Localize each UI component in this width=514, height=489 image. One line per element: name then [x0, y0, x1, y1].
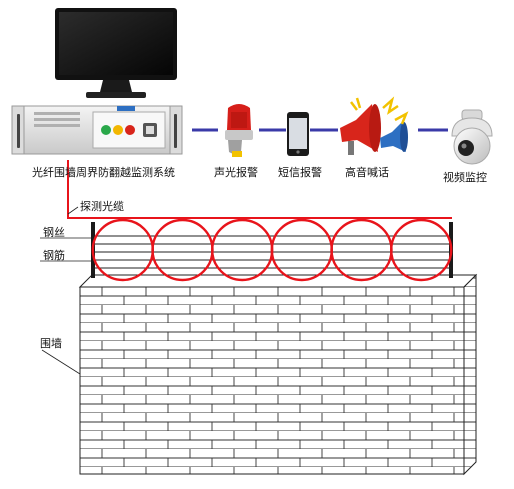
alarm-label-camera: 视频监控 — [443, 171, 487, 184]
alarm-label-strobe: 声光报警 — [214, 166, 258, 179]
cable-coil-loop — [210, 218, 274, 282]
cable-coil-loop — [91, 218, 155, 282]
alarm-label-speaker: 高音喊话 — [345, 166, 389, 179]
dome-camera-icon — [451, 109, 493, 165]
controller-label: 光纤围墙周界防翻越监测系统 — [32, 166, 175, 179]
brick-wall — [78, 273, 478, 476]
cable-coil-loop — [390, 218, 453, 282]
cable-coil-loop — [151, 218, 214, 282]
cable-label: 探测光缆 — [80, 200, 124, 213]
cable-coils — [91, 218, 453, 282]
monitor-icon — [55, 8, 177, 98]
smartphone-icon — [287, 112, 309, 156]
leader-lines — [40, 206, 93, 375]
controller-rack-icon — [11, 105, 183, 155]
cable-coil-loop — [330, 218, 393, 282]
loudspeaker-icon — [340, 96, 409, 155]
rebar-label: 钢筋 — [43, 249, 65, 262]
wire-label: 钢丝 — [43, 226, 65, 239]
alarm-label-sms: 短信报警 — [278, 166, 322, 179]
cable-coil-loop — [270, 218, 333, 282]
sensing-cable — [67, 160, 452, 219]
strobe-siren-icon — [225, 104, 253, 157]
wall-label: 围墙 — [40, 337, 62, 350]
